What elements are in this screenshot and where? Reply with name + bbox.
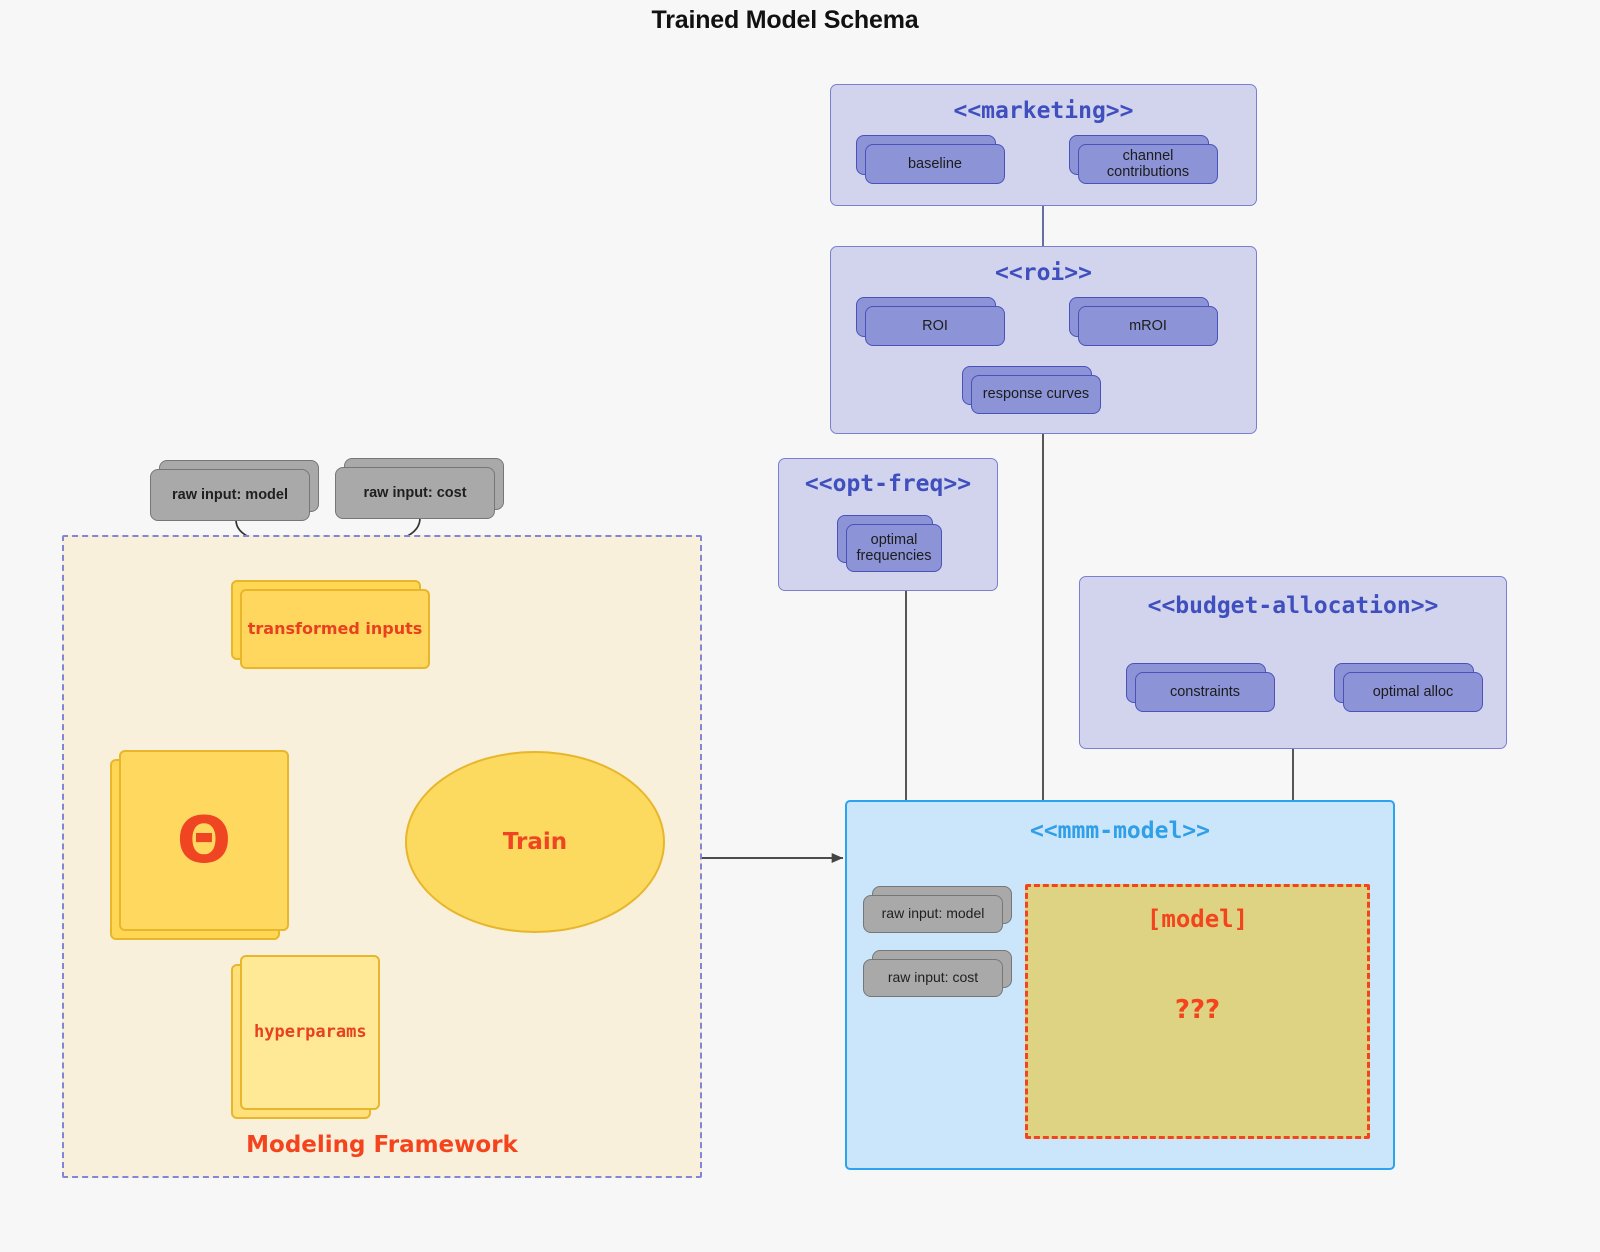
node-face	[335, 467, 495, 519]
package-marketing[interactable]: <<marketing>> baseline channel contribut…	[830, 84, 1257, 206]
node-theta[interactable]: Θ	[110, 750, 289, 940]
node-label: raw input: cost	[363, 484, 467, 501]
node-response-curves[interactable]: response curves	[962, 366, 1101, 414]
node-label: ROI	[922, 317, 948, 334]
package-roi[interactable]: <<roi>> ROI mROI response curves	[830, 246, 1257, 434]
node-face	[863, 895, 1003, 933]
node-label: Θ	[119, 750, 289, 931]
node-channel-contributions[interactable]: channel contributions	[1069, 135, 1218, 184]
theta-symbol: Θ	[176, 803, 232, 878]
node-label: hyperparams	[254, 1021, 367, 1042]
node-label: channel contributions	[1106, 147, 1190, 180]
node-label: baseline	[907, 155, 962, 172]
package-budget-allocation-title: <<budget-allocation>>	[1147, 593, 1439, 619]
node-roi[interactable]: ROI	[856, 297, 1005, 346]
package-marketing-title: <<marketing>>	[953, 98, 1134, 124]
node-face	[240, 589, 430, 669]
train-activity[interactable]: Train	[405, 751, 665, 933]
node-mmm-raw-input-model[interactable]: raw input: model	[863, 886, 1012, 933]
model-placeholder-unknown: ???	[1174, 995, 1221, 1025]
node-label: raw input: model	[172, 486, 288, 503]
node-raw-input-cost[interactable]: raw input: cost	[335, 458, 504, 519]
node-face	[150, 469, 310, 521]
node-label: optimal frequencies	[846, 524, 942, 572]
node-label-line2: frequencies	[856, 548, 932, 564]
node-optimal-frequencies[interactable]: optimal frequencies	[837, 515, 942, 572]
model-placeholder-title: [model]	[1146, 905, 1249, 933]
node-face	[1343, 672, 1483, 712]
package-roi-title: <<roi>>	[995, 260, 1092, 286]
node-label: transformed inputs	[247, 619, 423, 639]
node-label: raw input: cost	[887, 969, 979, 986]
node-face	[846, 524, 942, 572]
node-face	[971, 375, 1101, 414]
node-face	[1135, 672, 1275, 712]
package-opt-freq-title: <<opt-freq>>	[804, 471, 972, 497]
modeling-framework-label: Modeling Framework	[246, 1132, 518, 1158]
model-placeholder-box[interactable]: [model] ???	[1025, 884, 1370, 1139]
train-label: Train	[502, 829, 568, 855]
node-label: raw input: model	[881, 905, 985, 922]
node-face	[863, 959, 1003, 997]
package-opt-freq[interactable]: <<opt-freq>> optimal frequencies	[778, 458, 998, 591]
node-raw-input-model[interactable]: raw input: model	[150, 460, 319, 521]
node-label: response curves	[982, 386, 1090, 403]
node-constraints[interactable]: constraints	[1126, 663, 1275, 712]
node-transformed-inputs[interactable]: transformed inputs	[231, 580, 430, 669]
node-mmm-raw-input-cost[interactable]: raw input: cost	[863, 950, 1012, 997]
node-face	[865, 144, 1005, 184]
package-budget-allocation[interactable]: <<budget-allocation>> constraints optima…	[1079, 576, 1507, 749]
node-baseline[interactable]: baseline	[856, 135, 1005, 184]
node-label: mROI	[1129, 317, 1167, 334]
node-face	[1078, 144, 1218, 184]
node-hyperparams[interactable]: hyperparams	[231, 955, 380, 1119]
page-title: Trained Model Schema	[651, 6, 919, 34]
node-label-line1: optimal	[870, 531, 918, 548]
node-label: optimal alloc	[1372, 683, 1454, 700]
node-face	[240, 955, 380, 1110]
node-mroi[interactable]: mROI	[1069, 297, 1218, 346]
package-mmm-model-title: <<mmm-model>>	[1029, 818, 1210, 844]
node-label: constraints	[1169, 683, 1241, 700]
node-optimal-alloc[interactable]: optimal alloc	[1334, 663, 1483, 712]
node-face	[1078, 306, 1218, 346]
node-face	[119, 750, 289, 931]
node-face	[865, 306, 1005, 346]
